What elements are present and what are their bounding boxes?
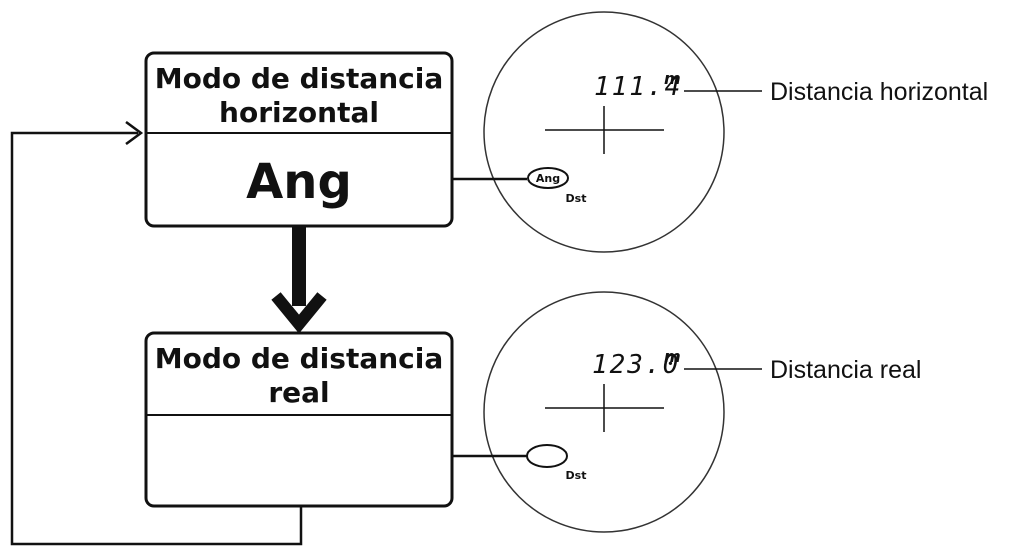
mode-title-line2: real [268, 376, 329, 409]
distance-readout: 111.4 [594, 72, 682, 102]
loop-back-arrow [10, 120, 303, 546]
down-arrow-icon [271, 226, 327, 334]
distance-readout: 123.0 [592, 350, 680, 380]
ang-indicator-label: Ang [536, 172, 560, 185]
mode-box-horizontal: Modo de distancia horizontal Ang [144, 51, 454, 228]
callout-distancia-horizontal: Distancia horizontal [770, 78, 988, 106]
viewfinder-display-horizontal: 111.4 m Ang Dst Distancia horizontal [452, 11, 988, 253]
viewfinder-display-real: 123.0 m Dst Distancia real [452, 291, 921, 533]
unit-label: m [664, 347, 681, 366]
unit-label: m [664, 69, 681, 88]
crosshair-icon [545, 106, 664, 154]
ang-button-label: Ang [246, 154, 352, 210]
dst-indicator-label: Dst [566, 469, 587, 482]
mode-box-real: Modo de distancia real [144, 331, 454, 508]
crosshair-icon [545, 384, 664, 432]
mode-title-line1: Modo de distancia [155, 342, 444, 375]
mode-title-line2: horizontal [219, 96, 379, 129]
callout-distancia-real: Distancia real [770, 356, 921, 384]
mode-title-line1: Modo de distancia [155, 62, 444, 95]
dst-indicator-label: Dst [566, 192, 587, 205]
